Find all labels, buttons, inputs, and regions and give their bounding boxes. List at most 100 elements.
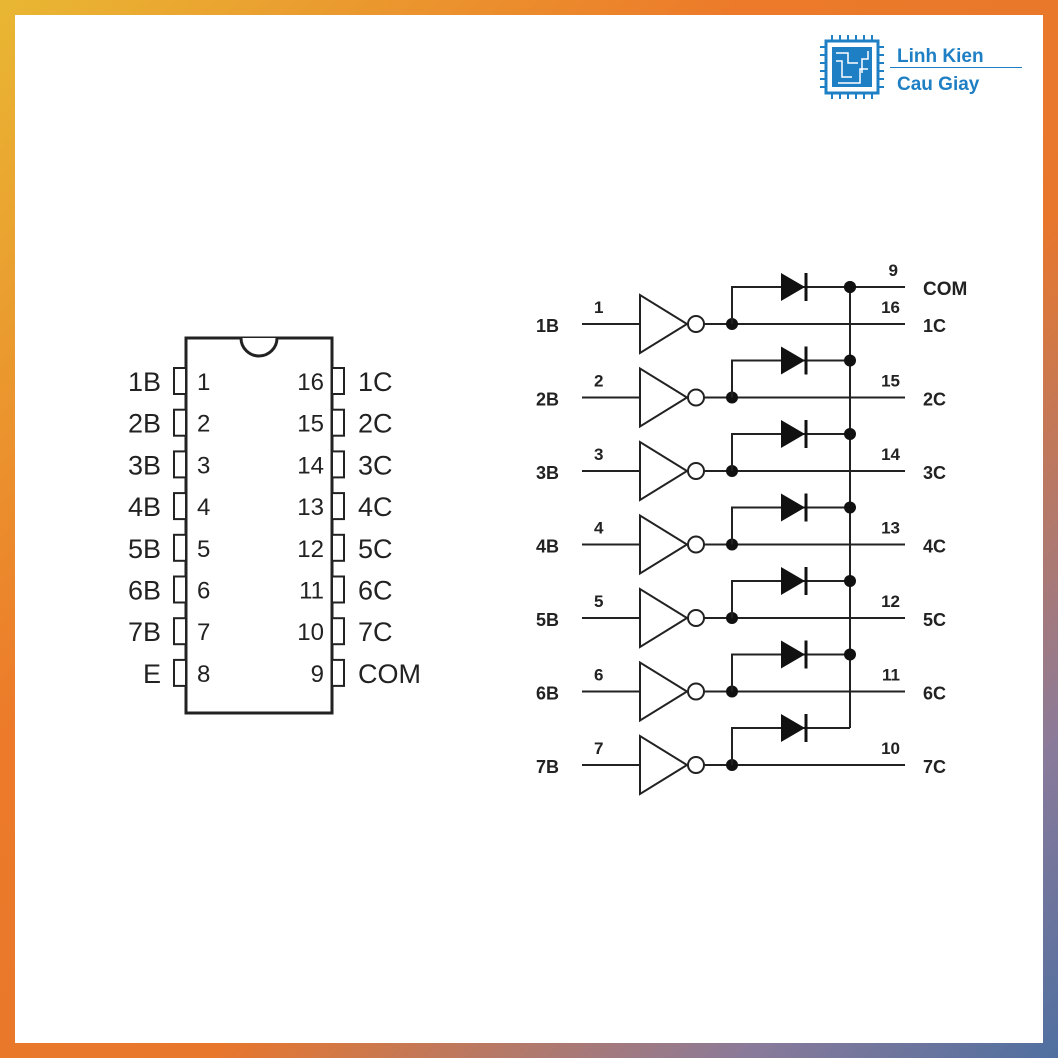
inverter-bubble — [687, 535, 705, 554]
input-label: 5B — [536, 610, 559, 630]
pin-label: COM — [358, 659, 421, 689]
input-label: 4B — [536, 537, 559, 557]
pin-lead — [331, 575, 345, 604]
pin-lead — [173, 617, 187, 646]
diode-wire — [731, 653, 850, 692]
brand-logo: Linh Kien Cau Giay — [806, 23, 1026, 103]
inverter-gate — [639, 366, 689, 429]
pin-number: 9 — [311, 661, 324, 688]
pin-label: 6C — [358, 576, 393, 606]
pin-number: 11 — [299, 578, 324, 605]
inverter-gate — [639, 440, 689, 502]
input-label: 1B — [536, 316, 559, 336]
diode-symbol — [781, 273, 805, 301]
pin-label: 7B — [128, 617, 161, 647]
brand-divider — [890, 67, 1022, 68]
inverter-bubble — [687, 462, 705, 480]
pin-number: 8 — [197, 661, 210, 688]
output-label: 3C — [923, 463, 946, 483]
pin-number: 15 — [297, 411, 324, 438]
diode-symbol — [781, 567, 805, 595]
junction-dot — [844, 428, 856, 440]
pin-label: 1C — [358, 367, 393, 397]
junction-dot — [844, 575, 856, 587]
pin-label: 5C — [358, 534, 393, 564]
com-label: COM — [923, 279, 967, 300]
inverter-bubble — [687, 388, 705, 407]
pin-number: 6 — [197, 578, 210, 605]
output-pin-number: 10 — [881, 739, 900, 758]
diode-wire — [731, 506, 850, 545]
pin-lead — [173, 367, 187, 395]
pin-lead — [331, 533, 345, 562]
pin-lead — [331, 658, 345, 687]
junction-dot — [844, 354, 856, 367]
inverter-gate — [639, 660, 689, 723]
output-label: 4C — [923, 537, 946, 557]
pin-lead — [173, 492, 187, 521]
pin-label: 1B — [128, 367, 161, 397]
pin-label: 2C — [358, 409, 393, 439]
output-pin-number: 16 — [881, 298, 900, 317]
brand-line2: Cau Giay — [897, 74, 980, 95]
pin-number: 4 — [197, 494, 210, 521]
input-label: 3B — [536, 463, 559, 483]
pin-label: 2B — [128, 409, 161, 439]
pin-label: 6B — [128, 576, 161, 606]
pin-label: 7C — [358, 617, 393, 647]
diode-symbol — [781, 493, 805, 522]
diode-wire — [731, 433, 850, 471]
pin-number: 2 — [197, 411, 210, 438]
output-pin-number: 11 — [882, 666, 900, 685]
diode-wire — [731, 286, 850, 324]
pin-lead — [331, 617, 345, 646]
pin-number: 3 — [197, 452, 210, 479]
diode-symbol — [781, 714, 805, 742]
diode-wire — [731, 580, 850, 618]
pin-label: 4C — [358, 492, 393, 522]
diode-symbol — [781, 420, 805, 448]
inverter-gate — [639, 587, 689, 649]
inverter-gate — [639, 734, 689, 796]
junction-dot — [844, 648, 856, 661]
input-pin-number: 7 — [594, 739, 603, 758]
pin-lead — [173, 450, 187, 479]
junction-dot — [844, 501, 856, 514]
pin-lead — [331, 408, 345, 437]
input-pin-number: 4 — [594, 519, 604, 538]
pin-label: 3B — [128, 450, 161, 480]
inverter-bubble — [687, 315, 705, 333]
inverter-gate — [639, 293, 689, 355]
junction-dot — [844, 281, 856, 293]
pin-number: 1 — [197, 369, 210, 396]
pin-lead — [331, 450, 345, 479]
input-pin-number: 2 — [594, 372, 603, 391]
pin-lead — [331, 367, 345, 395]
output-label: 1C — [923, 316, 946, 336]
pin-label: E — [143, 659, 161, 689]
input-pin-number: 6 — [594, 666, 603, 685]
input-pin-number: 3 — [594, 445, 603, 464]
pin-label: 4B — [128, 492, 161, 522]
pin-lead — [173, 408, 187, 437]
pin-number: 14 — [297, 452, 324, 479]
pin-lead — [173, 533, 187, 562]
chip-icon — [820, 35, 884, 99]
output-label: 5C — [923, 610, 946, 630]
pin-label: 3C — [358, 450, 393, 480]
pin-number: 12 — [297, 536, 324, 563]
pin-number: 5 — [197, 536, 210, 563]
inverter-bubble — [687, 609, 705, 627]
diode-symbol — [781, 346, 805, 375]
pin-lead — [331, 492, 345, 521]
inverter-bubble — [687, 756, 705, 774]
diode-wire — [731, 359, 850, 398]
